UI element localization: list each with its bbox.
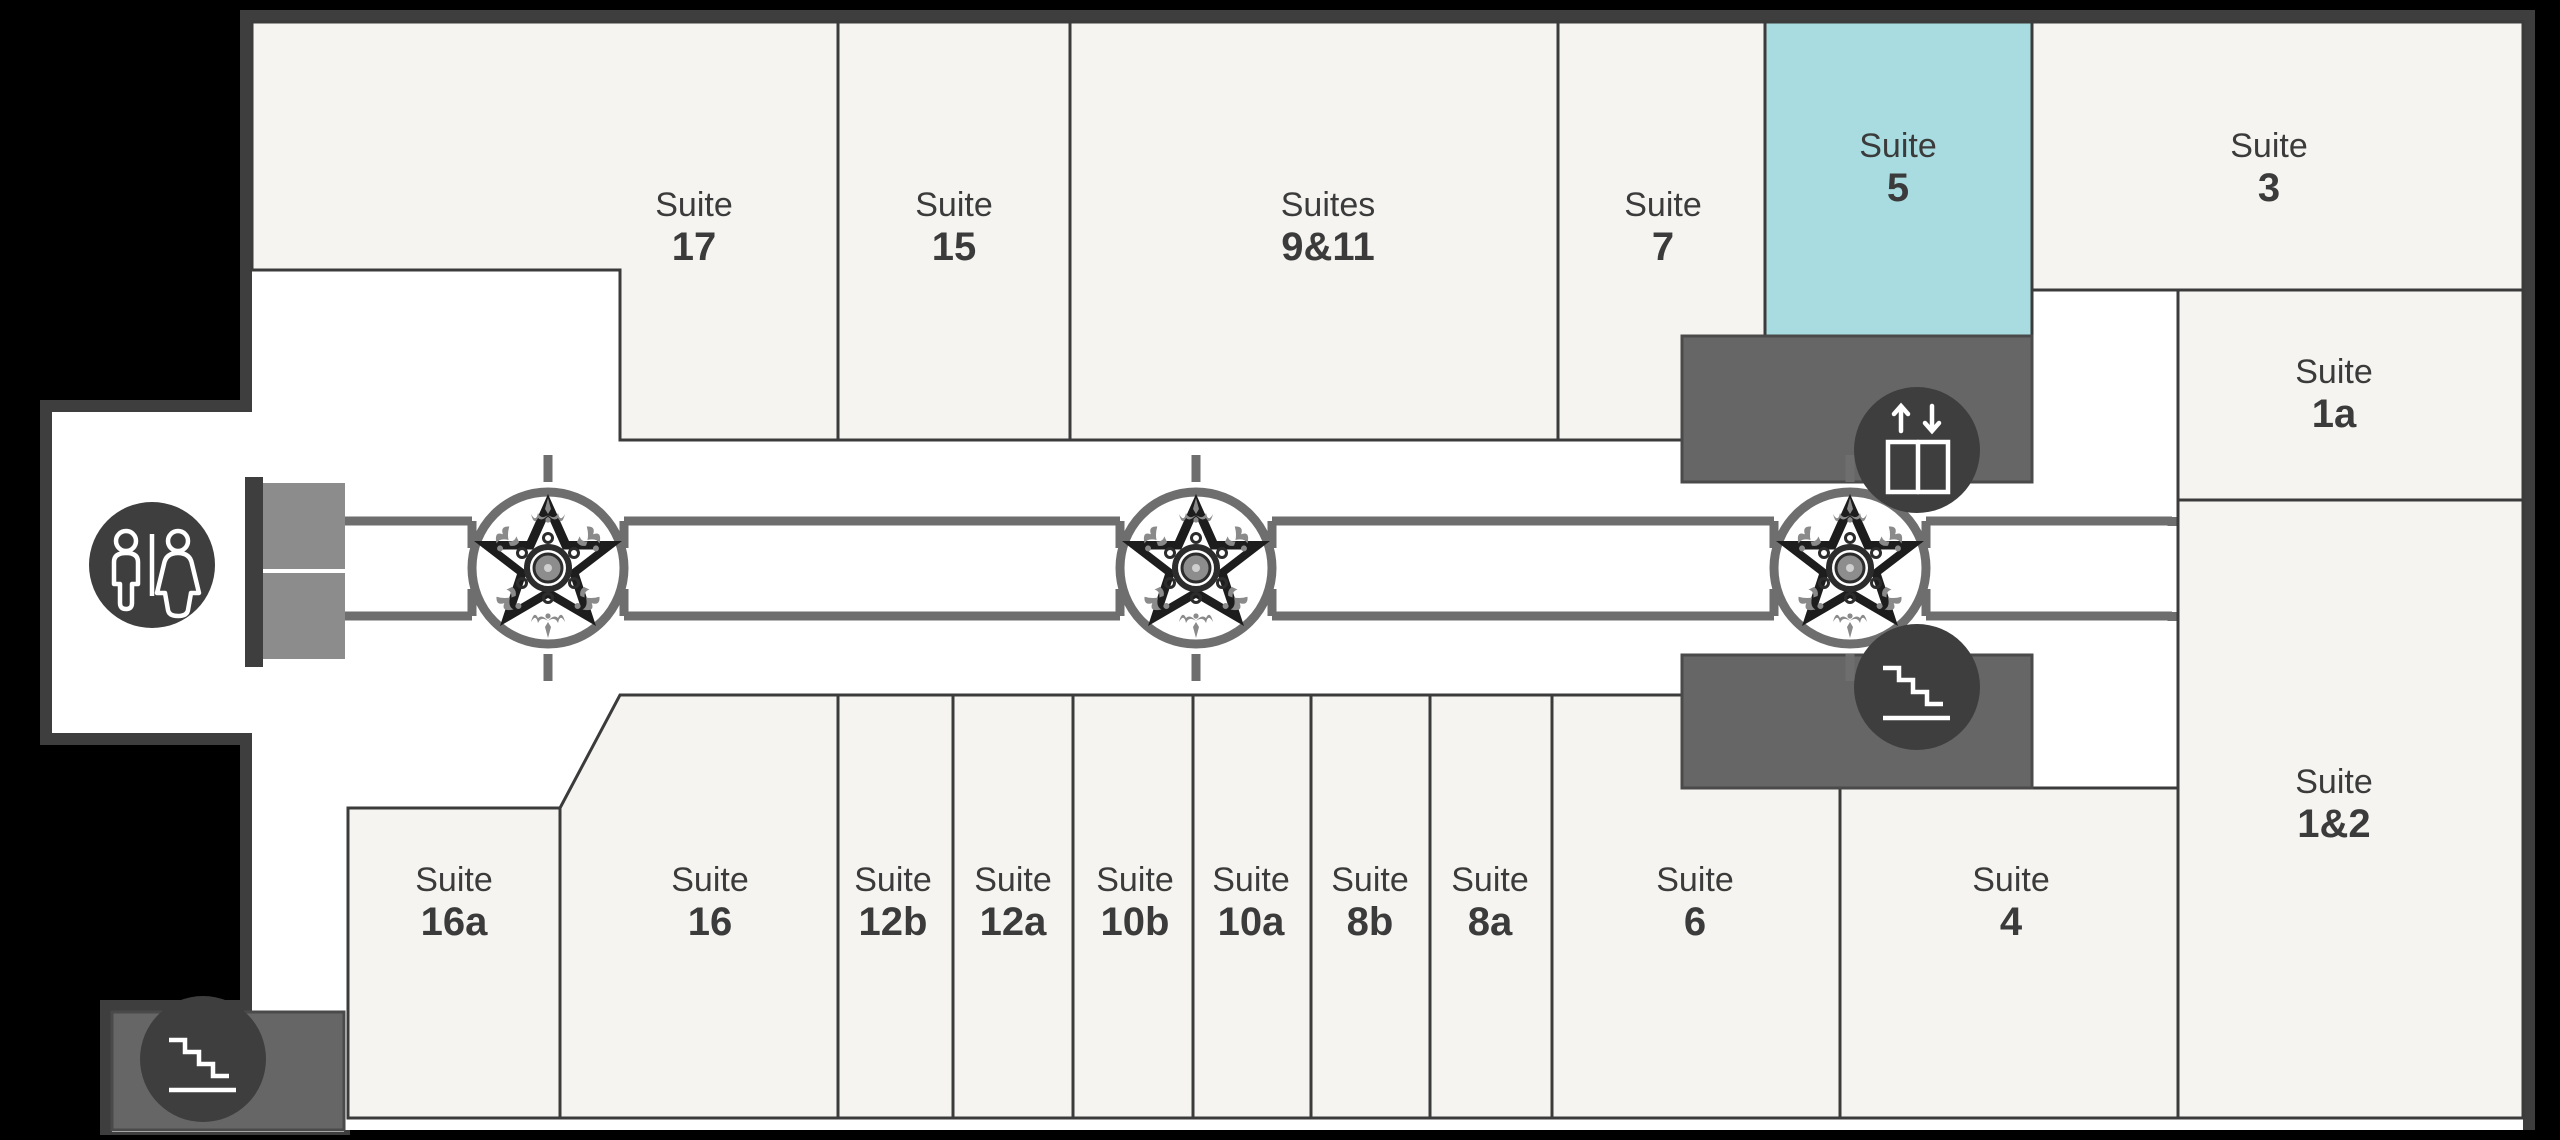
stairs-icon-upper[interactable]	[1854, 624, 1980, 750]
suite-number: 15	[932, 225, 977, 269]
suite-number: 1a	[2312, 392, 2357, 436]
suite-number: 8b	[1347, 900, 1394, 944]
suite-labels-top: Suite17Suite15Suites9&11Suite7Suite5Suit…	[655, 127, 2308, 269]
suite-number: 7	[1652, 225, 1674, 269]
suite-number: 6	[1684, 900, 1706, 944]
restroom-icon[interactable]	[89, 502, 215, 628]
suite-shape-4[interactable]	[1838, 786, 2180, 1120]
suite-word: Suite	[1624, 186, 1702, 224]
suite-number: 9&11	[1281, 225, 1374, 269]
suite-word: Suite	[2230, 127, 2308, 165]
suite-word: Suite	[2295, 763, 2373, 801]
suite-word: Suite	[671, 861, 749, 899]
suite-word: Suite	[915, 186, 993, 224]
suite-number: 10a	[1218, 900, 1285, 944]
suite-word: Suite	[1096, 861, 1174, 899]
elevator-icon[interactable]	[1854, 387, 1980, 513]
stairs-icon-lower-left[interactable]	[140, 996, 266, 1122]
suite-labels-bottom: Suite16aSuite16Suite12bSuite12aSuite10bS…	[415, 861, 2050, 944]
suite-number: 16	[688, 900, 733, 944]
lobby-entry-doors	[245, 477, 345, 667]
compass-rose-center[interactable]	[1115, 455, 1277, 681]
door-panel-lower	[263, 573, 345, 659]
suite-number: 16a	[421, 900, 488, 944]
compass-rose-west[interactable]	[467, 455, 629, 681]
door-panel-upper	[263, 483, 345, 569]
suite-word: Suite	[1451, 861, 1529, 899]
suite-word: Suite	[1212, 861, 1290, 899]
suite-number: 1&2	[2297, 802, 2370, 846]
suite-number: 12b	[859, 900, 928, 944]
compass-medallions	[467, 455, 1931, 681]
suite-word: Suite	[1331, 861, 1409, 899]
suite-word: Suite	[2295, 353, 2373, 391]
suite-shapes-bottom	[346, 693, 2180, 1120]
suite-number: 12a	[980, 900, 1047, 944]
suite-number: 4	[2000, 900, 2023, 944]
suite-shape-16a[interactable]	[346, 806, 562, 1120]
suite-word: Suite	[1656, 861, 1734, 899]
suite-word: Suite	[415, 861, 493, 899]
suite-number: 5	[1887, 166, 1909, 210]
suite-word: Suite	[1972, 861, 2050, 899]
suite-word: Suites	[1281, 186, 1376, 224]
suite-word: Suite	[655, 186, 733, 224]
suite-number: 8a	[1468, 900, 1513, 944]
compass-rose-east[interactable]	[1769, 455, 1931, 681]
suite-number: 10b	[1101, 900, 1170, 944]
suite-number: 17	[672, 225, 717, 269]
corridor-walls	[345, 516, 2177, 621]
suite-word: Suite	[1859, 127, 1937, 165]
suite-word: Suite	[854, 861, 932, 899]
suite-number: 3	[2258, 166, 2280, 210]
door-mullion	[245, 477, 263, 667]
suite-word: Suite	[974, 861, 1052, 899]
